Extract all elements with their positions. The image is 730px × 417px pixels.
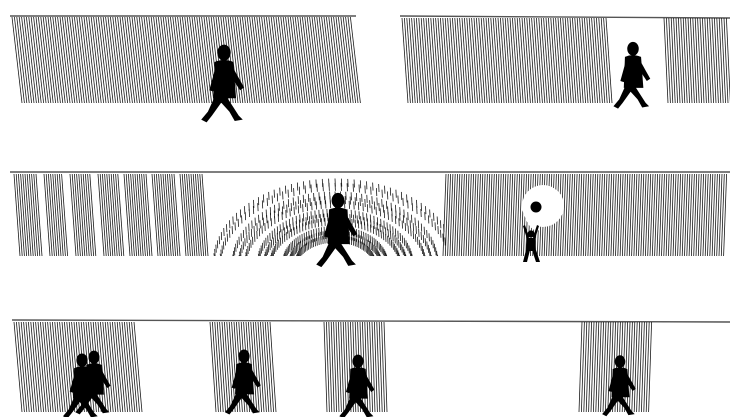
line-cluster — [180, 174, 208, 256]
line-cluster — [98, 174, 124, 256]
panel-top-left — [10, 16, 360, 103]
ceiling-rail — [12, 320, 730, 322]
line-curtain-right — [664, 18, 730, 103]
line-cluster — [70, 174, 96, 256]
line-cluster — [152, 174, 180, 256]
line-cluster — [124, 174, 152, 256]
line-curtain — [402, 18, 612, 103]
panel-top-right — [400, 16, 730, 103]
line-curtain-right — [443, 174, 727, 256]
line-curtain — [12, 17, 360, 103]
panel-middle — [10, 172, 730, 256]
line-cluster — [44, 174, 68, 256]
ceiling-rail — [400, 16, 730, 18]
line-cluster — [14, 174, 42, 256]
walking-person-icon — [316, 193, 357, 267]
walking-person-icon — [613, 42, 650, 109]
ball-icon — [531, 202, 542, 213]
